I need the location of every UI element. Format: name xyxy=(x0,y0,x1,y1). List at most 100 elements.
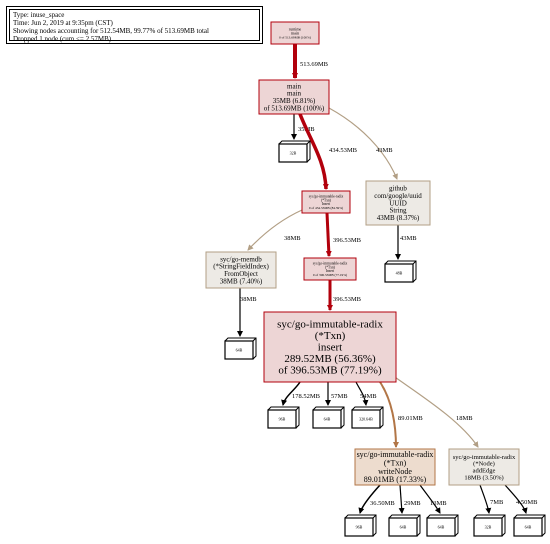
edge-line xyxy=(419,484,441,514)
leaf-label: 64B xyxy=(324,417,331,422)
edge-line xyxy=(355,381,369,406)
leaf-leaf-edge-2[interactable]: 64B xyxy=(513,514,546,537)
leaf-box xyxy=(312,409,342,429)
node-memdb-fromobject[interactable]: syc/go-memdb(*StringFieldIndex)FromObjec… xyxy=(205,251,277,289)
edge-write-to-leaf3[interactable]: 13MB xyxy=(419,484,447,514)
leaf-box xyxy=(278,143,308,163)
edge-memdb-to-leaf[interactable]: 38MB xyxy=(237,288,257,337)
edge-label: 4.50MB xyxy=(516,499,538,506)
edge-uuid-to-leaf[interactable]: 43MB xyxy=(395,225,417,260)
edge-main-to-uuid[interactable]: 43MB xyxy=(328,107,398,180)
node-label-line: (*StringFieldIndex) xyxy=(213,263,269,271)
edge-insert-to-leaf2[interactable]: 57MB xyxy=(325,382,348,406)
leaf-leaf-uuid[interactable]: 48B xyxy=(384,260,417,283)
node-label-line: syc/go-immutable-radix xyxy=(357,450,434,459)
node-label-line: syc/go-immutable-radix xyxy=(313,262,348,266)
leaf-leaf-insert-1[interactable]: 96B xyxy=(267,406,300,429)
leaf-edge-line xyxy=(372,514,377,519)
node-box xyxy=(263,311,397,383)
node-radix-writenode[interactable]: syc/go-immutable-radix(*Txn)writeNode89.… xyxy=(354,448,436,486)
node-box xyxy=(270,21,320,45)
edge-main-to-outer[interactable]: 434.53MB xyxy=(298,113,358,190)
edge-edge-to-leaf1[interactable]: 7MB xyxy=(479,484,504,514)
edge-line xyxy=(358,484,381,514)
legend-inner: Type: inuse_space Time: Jun 2, 2019 at 9… xyxy=(9,9,260,43)
edge-insert-to-writenode[interactable]: 89.01MB xyxy=(379,381,423,448)
leaf-edge-line xyxy=(541,514,546,519)
edge-label: 396.53MB xyxy=(333,237,362,244)
leaf-leaf-memdb[interactable]: 64B xyxy=(224,337,257,360)
edge-label: 43MB xyxy=(400,235,417,242)
edge-mid-to-insert[interactable]: 396.53MB xyxy=(327,280,362,311)
edge-insert-to-leaf1[interactable]: 178.52MB xyxy=(281,381,321,406)
legend-showing: Showing nodes accounting for 512.54MB, 9… xyxy=(13,27,209,35)
edge-edge-to-leaf2[interactable]: 4.50MB xyxy=(504,484,538,514)
edge-label: 396.53MB xyxy=(333,296,362,303)
node-label-line: (*Txn) xyxy=(384,458,407,467)
edge-label: 178.52MB xyxy=(292,393,321,400)
node-label-line: (*Txn) xyxy=(325,265,336,269)
edge-label: 38MB xyxy=(240,296,257,303)
node-label-line: runtime xyxy=(289,26,302,31)
legend-time: Time: Jun 2, 2019 at 9:35pm (CST) xyxy=(13,19,113,27)
node-radix-addedge[interactable]: syc/go-immutable-radix(*Node)addEdge18MB… xyxy=(448,448,520,486)
node-label-line: 43MB (8.37%) xyxy=(377,214,420,222)
node-label-line: (*Node) xyxy=(473,461,495,468)
edge-write-to-leaf2[interactable]: 29MB xyxy=(398,484,421,514)
leaf-leaf-insert-3[interactable]: 320.64B xyxy=(351,406,384,429)
leaf-edge-line xyxy=(501,514,506,519)
node-label-line: 18MB (3.50%) xyxy=(464,474,503,481)
leaf-edge-line xyxy=(412,260,417,265)
leaf-box xyxy=(513,517,543,537)
edge-label: 89.01MB xyxy=(398,415,423,422)
edge-label: 38MB xyxy=(284,235,301,242)
leaf-leaf-main[interactable]: 32B xyxy=(278,140,311,163)
leaf-edge-line xyxy=(379,406,384,411)
edge-runtime-to-main[interactable]: 513.69MB xyxy=(292,44,329,79)
edge-line xyxy=(398,484,405,514)
edge-insert-to-leaf3[interactable]: 54MB xyxy=(355,381,377,406)
node-radix-insert-main[interactable]: syc/go-immutable-radix(*Txn)insert289.52… xyxy=(263,311,397,383)
leaf-leaf-insert-2[interactable]: 64B xyxy=(312,406,345,429)
leaf-label: 64B xyxy=(525,525,532,530)
node-box xyxy=(303,257,357,281)
node-label-line: (*Txn) xyxy=(315,330,346,342)
node-label-line: main xyxy=(287,90,301,98)
node-box xyxy=(365,180,431,226)
node-label-line: of 396.53MB (77.19%) xyxy=(278,365,382,377)
node-box xyxy=(205,251,277,289)
edge-label: 513.69MB xyxy=(300,61,329,68)
leaf-box xyxy=(384,263,414,283)
leaf-leaf-write-3[interactable]: 64B xyxy=(426,514,459,537)
edge-line xyxy=(379,381,399,448)
edge-outer-to-mid[interactable]: 396.53MB xyxy=(325,212,362,257)
node-label-line: 38MB (7.40%) xyxy=(220,277,263,285)
legend-box: Type: inuse_space Time: Jun 2, 2019 at 9… xyxy=(6,6,263,44)
leaf-box xyxy=(351,409,381,429)
edge-label: 13MB xyxy=(430,500,447,507)
node-label-line: 89.01MB (17.33%) xyxy=(364,475,427,484)
edge-line xyxy=(328,107,398,180)
leaf-box xyxy=(224,340,254,360)
node-label-line: syc/go-immutable-radix xyxy=(453,454,516,461)
leaf-leaf-edge-1[interactable]: 32B xyxy=(473,514,506,537)
leaf-label: 320.64B xyxy=(359,417,373,422)
leaf-edge-line xyxy=(306,140,311,145)
legend-type: Type: inuse_space xyxy=(13,11,65,19)
node-label-line: main xyxy=(291,31,299,36)
node-label-line: Insert xyxy=(326,269,334,273)
edge-write-to-leaf1[interactable]: 36.50MB xyxy=(358,484,395,514)
node-label-line: 0 of 396.53MB (77.19%) xyxy=(313,273,347,277)
leaf-leaf-write-1[interactable]: 96B xyxy=(344,514,377,537)
leaf-leaf-write-2[interactable]: 64B xyxy=(388,514,421,537)
edge-insert-to-addedge[interactable]: 18MB xyxy=(391,374,479,448)
node-label-line: 289.52MB (56.36%) xyxy=(284,353,376,365)
node-label-line: 0 of 513.69MB (100%) xyxy=(279,35,311,39)
node-label-line: UUID xyxy=(389,199,407,207)
edge-outer-to-memdb[interactable]: 38MB xyxy=(247,209,303,251)
